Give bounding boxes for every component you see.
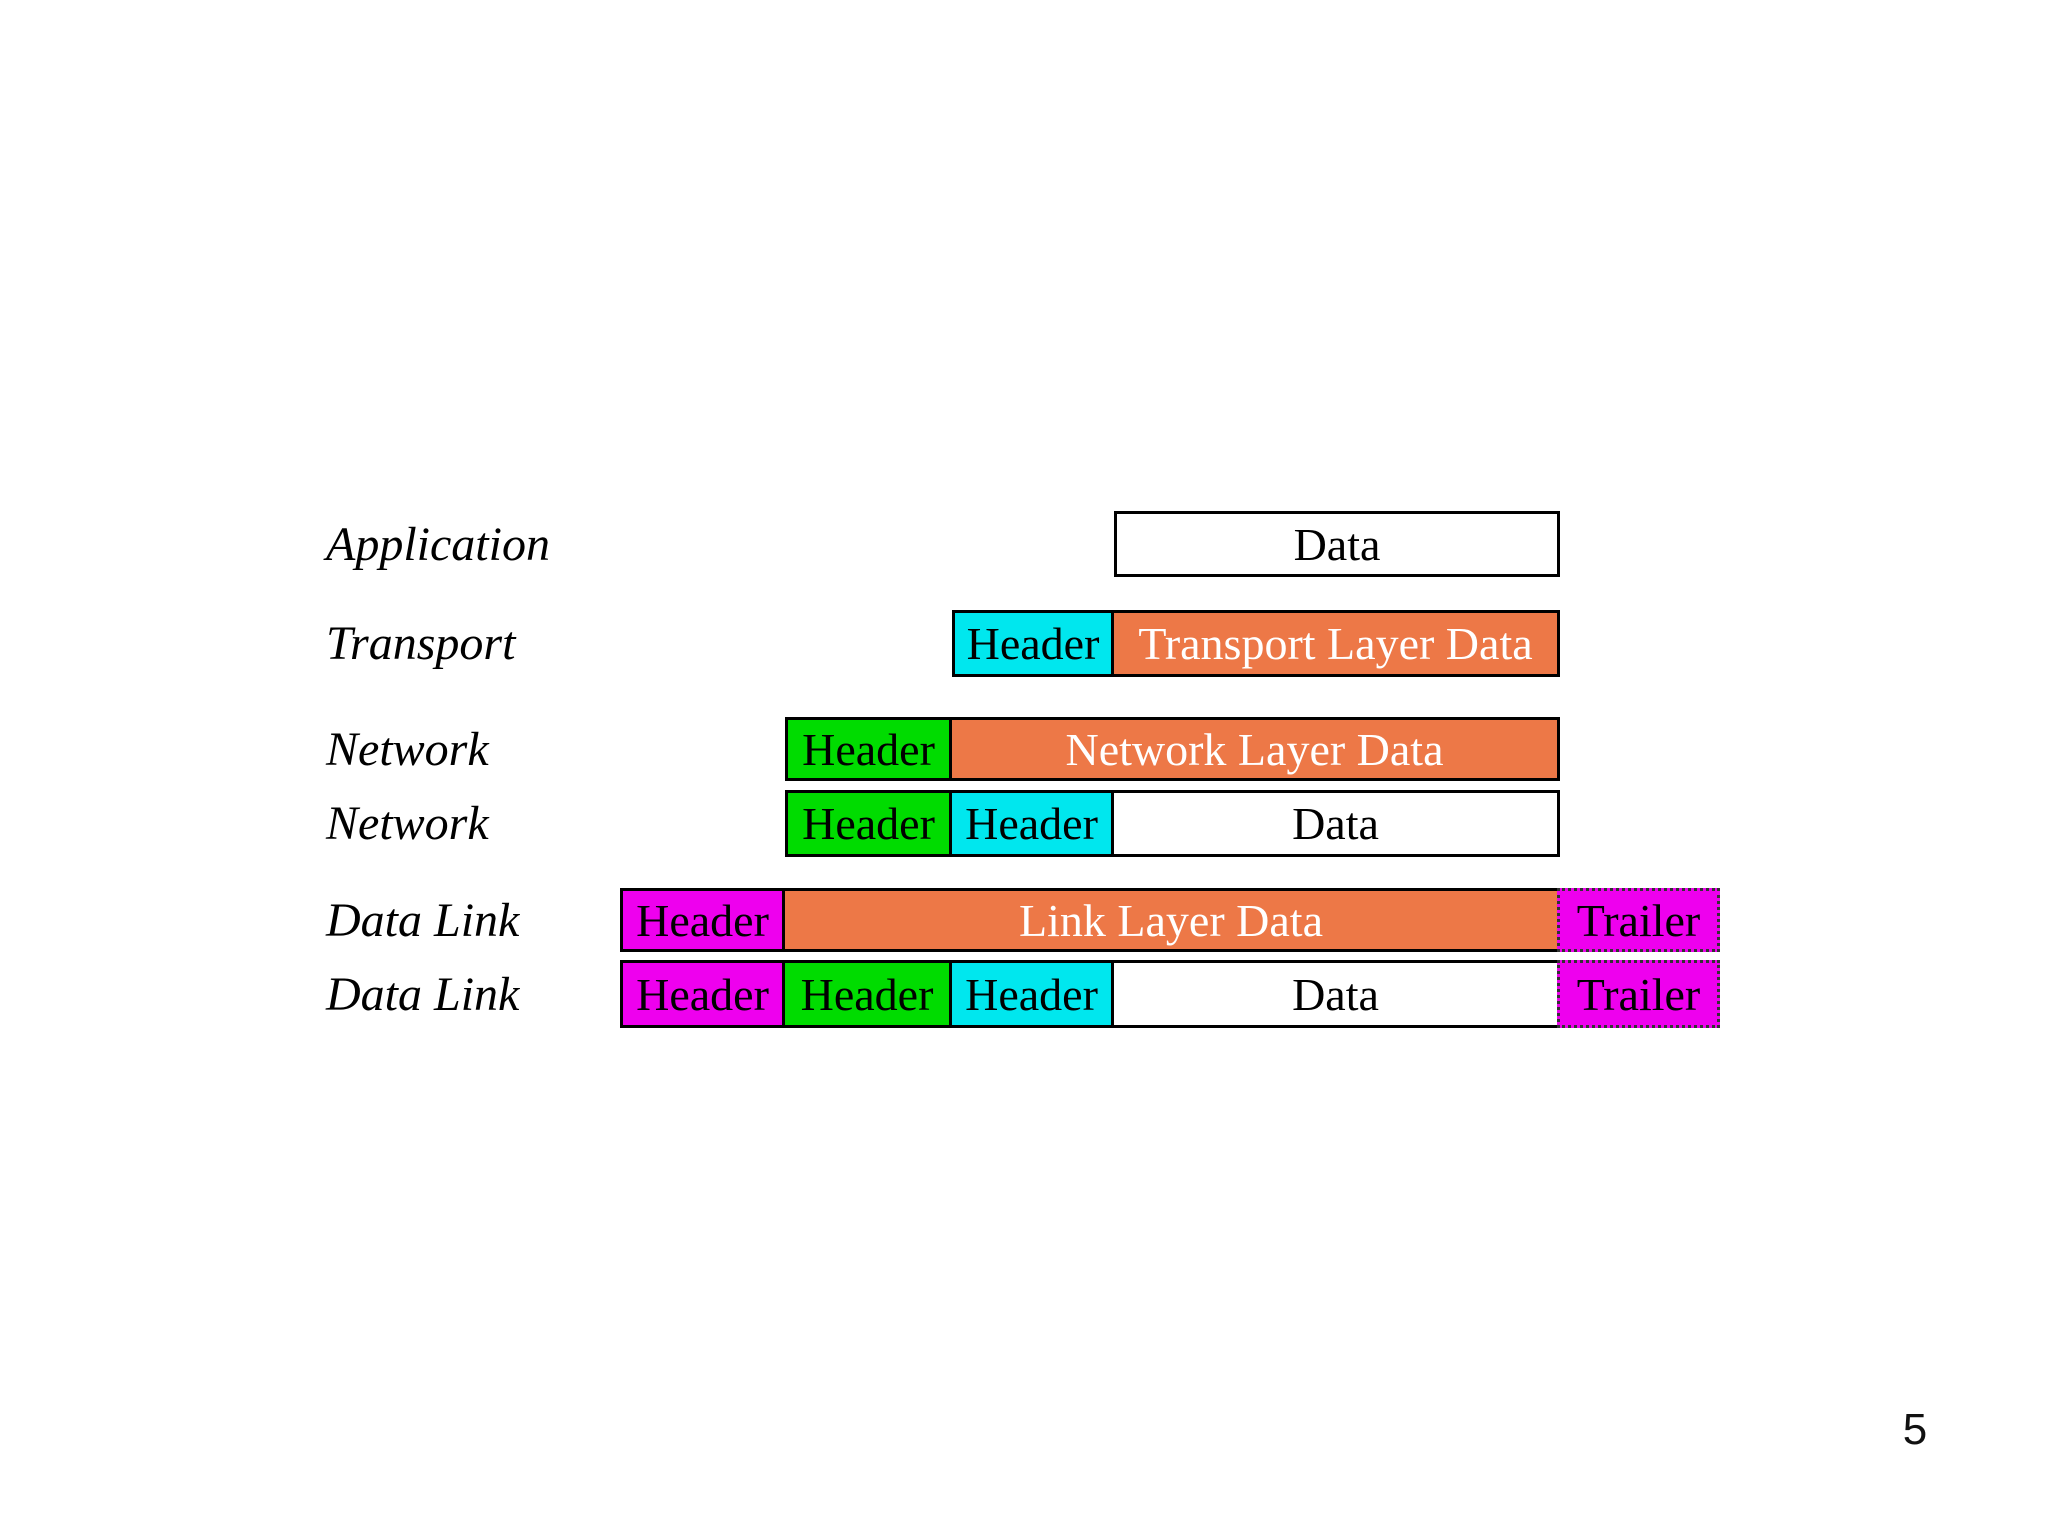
data-box: Data <box>1111 960 1560 1028</box>
transport-header-box: Header <box>952 610 1114 677</box>
transport-payload-box: Transport Layer Data <box>1111 610 1560 677</box>
link-header-box: Header <box>620 888 785 952</box>
link-header-box: Header <box>620 960 785 1028</box>
label-transport: Transport <box>326 617 516 670</box>
network-header-box: Header <box>785 790 952 857</box>
network-payload-box: Network Layer Data <box>949 717 1560 781</box>
datalink-row: Header Link Layer Data Trailer <box>620 888 1720 952</box>
data-box: Data <box>1111 790 1560 857</box>
label-datalink-bottom: Data Link <box>326 967 520 1021</box>
network-header-box: Header <box>785 717 952 781</box>
page-number: 5 <box>1902 1405 1928 1454</box>
link-trailer-box: Trailer <box>1557 888 1720 952</box>
transport-header-box: Header <box>949 960 1114 1028</box>
transport-header-box: Header <box>949 790 1114 857</box>
datalink-detail-row: Header Header Header Data Trailer <box>620 960 1720 1028</box>
application-data-box: Data <box>1114 511 1560 577</box>
label-network-bottom: Network <box>326 797 489 850</box>
network-detail-row: Header Header Data <box>785 790 1560 857</box>
network-row: Header Network Layer Data <box>785 717 1560 781</box>
label-network-top: Network <box>326 722 489 776</box>
network-header-box: Header <box>782 960 952 1028</box>
label-application: Application <box>326 517 550 571</box>
link-trailer-box: Trailer <box>1557 960 1720 1028</box>
label-datalink-top: Data Link <box>326 893 520 947</box>
transport-row: Header Transport Layer Data <box>952 610 1560 677</box>
link-payload-box: Link Layer Data <box>782 888 1560 952</box>
application-row: Data <box>1114 511 1560 577</box>
